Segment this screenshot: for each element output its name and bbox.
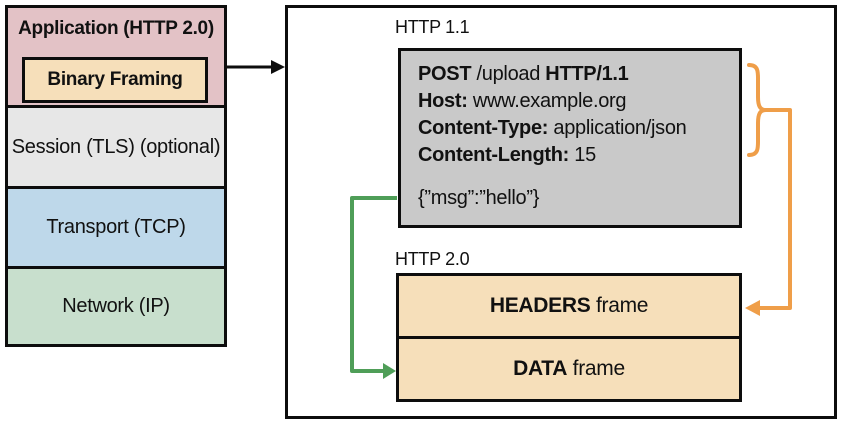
session-layer-label: Session (TLS) (optional) [11,135,221,158]
content-length-header: Content-Length: 15 [418,142,739,169]
host-key: Host: [418,90,468,112]
headers-frame-box: HEADERS frame [396,273,742,339]
headers-frame-label: HEADERS frame [489,294,649,318]
host-header: Host: www.example.org [418,88,739,115]
stack-to-panel-arrow [227,60,285,74]
application-layer-box: Application (HTTP 2.0) Binary Framing [5,5,227,108]
content-length-key: Content-Length: [418,144,570,166]
request-path: /upload [471,63,546,85]
content-type-key: Content-Type: [418,117,549,139]
data-frame-label: DATA frame [513,357,625,381]
frames-group: HEADERS frame DATA frame [396,273,742,402]
network-layer-box: Network (IP) [5,266,227,347]
transport-layer-box: Transport (TCP) [5,186,227,269]
framing-detail-panel: HTTP 1.1 POST /upload HTTP/1.1 Host: www… [285,5,837,419]
request-version: HTTP/1.1 [545,63,629,85]
host-value: www.example.org [467,90,627,112]
protocol-stack: Application (HTTP 2.0) Binary Framing Se… [5,5,227,347]
data-frame-rest: frame [567,357,625,380]
http11-request-box: POST /upload HTTP/1.1 Host: www.example.… [398,48,742,228]
data-frame-bold: DATA [513,357,568,380]
request-body: {”msg”:”hello”} [418,187,540,209]
http11-section-label: HTTP 1.1 [395,17,470,37]
content-type-header: Content-Type: application/json [418,115,739,142]
request-method: POST [418,63,472,85]
data-frame-box: DATA frame [396,336,742,402]
content-type-value: application/json [548,117,687,139]
network-layer-label: Network (IP) [62,295,170,317]
headers-frame-rest: frame [590,294,649,317]
headers-frame-bold: HEADERS [489,294,591,317]
content-length-value: 15 [569,144,596,166]
session-layer-box: Session (TLS) (optional) [5,105,227,189]
binary-framing-label: Binary Framing [47,69,183,90]
application-layer-label: Application (HTTP 2.0) [18,18,214,39]
transport-layer-label: Transport (TCP) [46,216,186,238]
http20-section-label: HTTP 2.0 [395,249,470,269]
binary-framing-box: Binary Framing [22,57,208,103]
request-line: POST /upload HTTP/1.1 [418,61,739,88]
